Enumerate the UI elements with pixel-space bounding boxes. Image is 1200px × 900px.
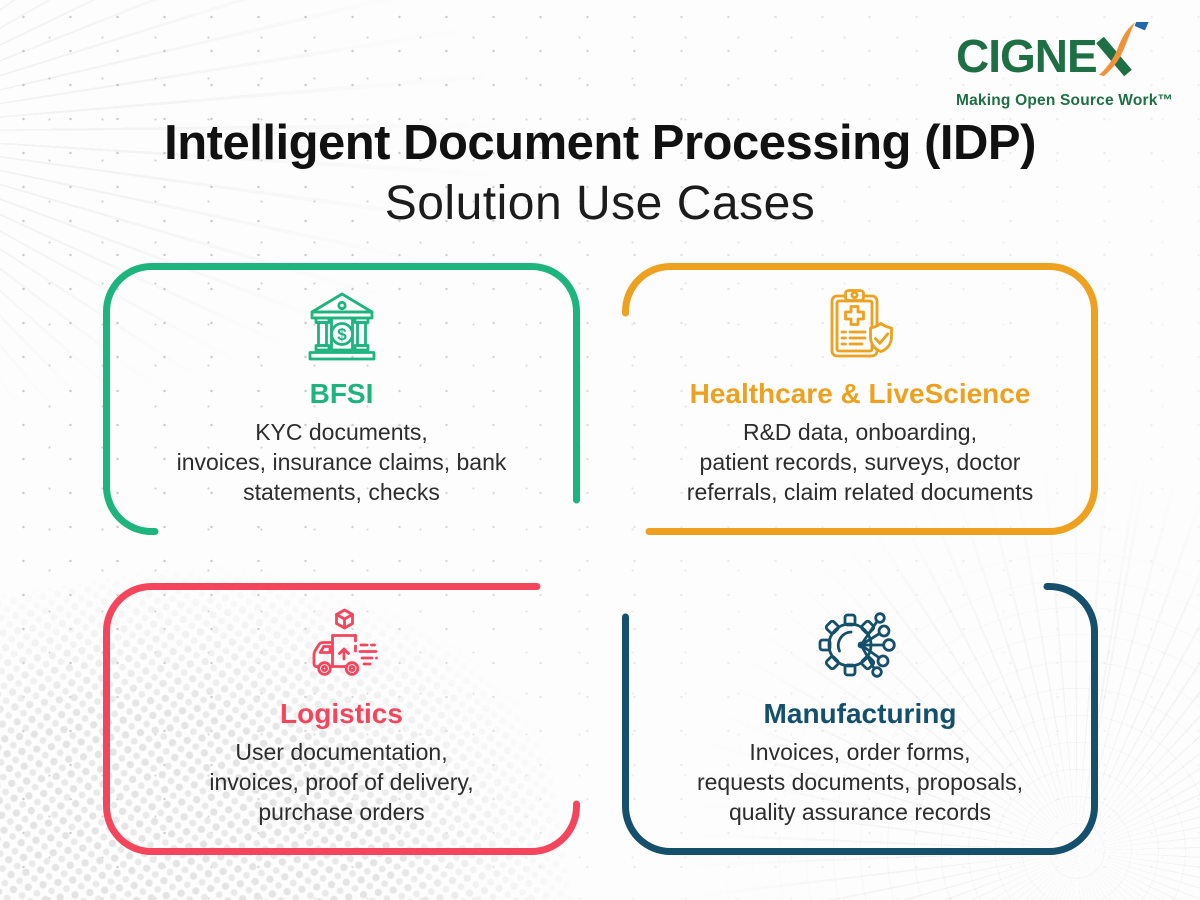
card-logistics: Logistics User documentation, invoices, …: [103, 583, 580, 855]
card-description: KYC documents, invoices, insurance claim…: [176, 419, 507, 505]
svg-text:$: $: [337, 325, 347, 344]
cignex-logo: CIGNE Making Open Source Work™: [956, 22, 1174, 110]
title-line-2: Solution Use Cases: [384, 176, 816, 230]
card-title: Healthcare & LiveScience: [689, 378, 1031, 409]
logo-square-dark: [1134, 22, 1150, 31]
logo-square-light: [1121, 22, 1133, 23]
logo-tagline: Making Open Source Work™: [956, 92, 1174, 109]
logo-wordmark: CIGNE: [956, 30, 1097, 82]
cignex-logo-mark: CIGNE: [956, 22, 1150, 82]
card-border: [103, 263, 580, 535]
gear-network-icon: [818, 612, 896, 678]
card-title: Manufacturing: [763, 698, 957, 729]
card-description: R&D data, onboarding, patient records, s…: [686, 419, 1034, 505]
use-case-grid: $ BFSI KYC documents, invoices, insuranc…: [103, 263, 1098, 855]
medical-clipboard-shield-icon: [830, 289, 893, 358]
card-border: [622, 263, 1098, 535]
card-border: [103, 583, 580, 855]
card-manufacturing: Manufacturing Invoices, order forms, req…: [622, 583, 1098, 855]
card-bfsi: $ BFSI KYC documents, invoices, insuranc…: [103, 263, 580, 535]
card-title: BFSI: [309, 378, 374, 409]
card-description: Invoices, order forms, requests document…: [696, 739, 1023, 825]
logo-swoosh: [1099, 22, 1135, 76]
card-title: Logistics: [280, 698, 403, 729]
card-description: User documentation, invoices, proof of d…: [209, 739, 474, 825]
title-line-1: Intelligent Document Processing (IDP): [164, 116, 1036, 170]
delivery-truck-icon: [312, 608, 378, 676]
card-border: [622, 583, 1098, 855]
logo-x-glyph: [1096, 22, 1150, 77]
card-healthcare: Healthcare & LiveScience R&D data, onboa…: [622, 263, 1098, 535]
bank-icon: $: [308, 292, 375, 361]
page-title: Intelligent Document Processing (IDP) So…: [0, 114, 1200, 232]
